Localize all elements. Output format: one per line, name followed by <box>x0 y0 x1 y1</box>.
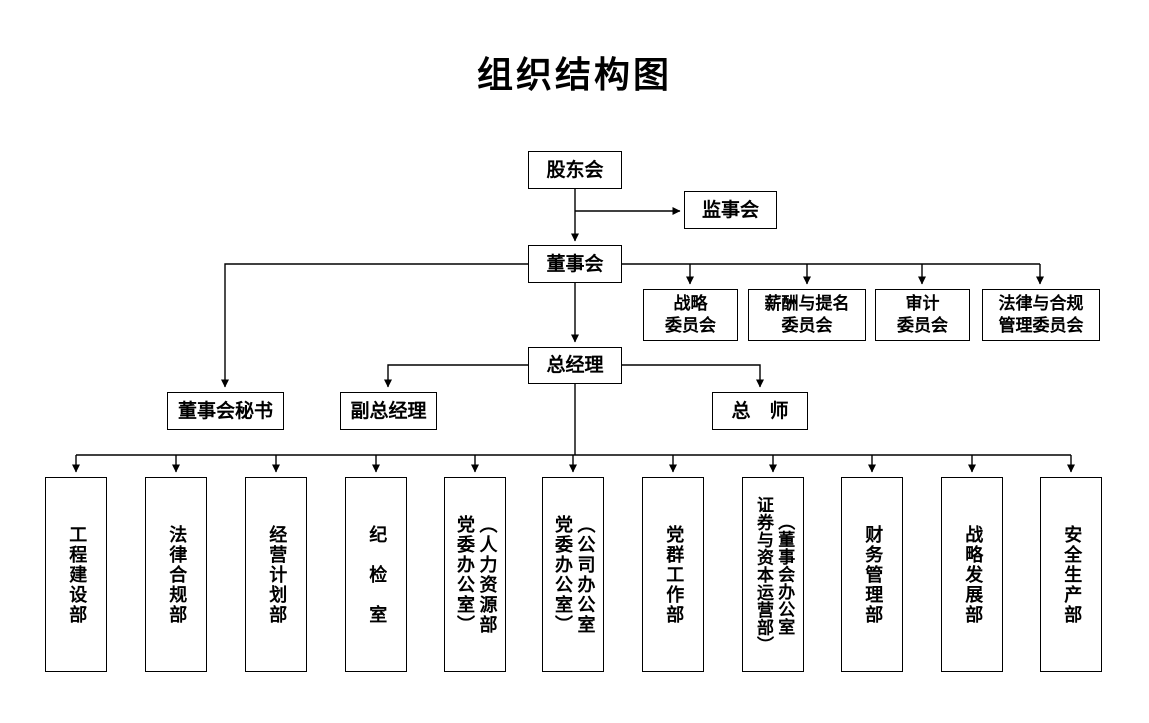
dept-securities-capital-operations-board-office: （董事会办公室 证券与资本运营部） <box>742 477 804 672</box>
node-board-secretary: 董事会秘书 <box>167 392 284 430</box>
chart-title: 组织结构图 <box>476 55 672 96</box>
node-shareholders: 股东会 <box>528 151 622 189</box>
dept-label: （公司办公室 党委办公室） <box>552 514 596 635</box>
dept-label: 财务管理部 <box>862 524 884 625</box>
node-general-manager: 总经理 <box>528 347 622 384</box>
dept-party-committee-office-hr: （人力资源部 党委办公室） <box>444 477 506 672</box>
dept-engineering-construction: 工程建设部 <box>45 477 107 672</box>
node-board-of-directors: 董事会 <box>528 245 622 283</box>
dept-party-committee-office-company: （公司办公室 党委办公室） <box>542 477 604 672</box>
dept-label: 纪 检 室 <box>366 524 388 625</box>
dept-safety-production: 安全生产部 <box>1040 477 1102 672</box>
committee-strategy: 战略 委员会 <box>643 289 738 341</box>
node-supervisory-board: 监事会 <box>684 191 777 229</box>
dept-discipline-inspection-office: 纪 检 室 <box>345 477 407 672</box>
dept-label: 工程建设部 <box>66 524 88 625</box>
dept-label: 经营计划部 <box>266 524 288 625</box>
committee-remuneration-nomination: 薪酬与提名 委员会 <box>748 289 866 341</box>
dept-operation-planning: 经营计划部 <box>245 477 307 672</box>
dept-label: （人力资源部 党委办公室） <box>454 514 498 635</box>
committee-legal-compliance: 法律与合规 管理委员会 <box>982 289 1100 341</box>
committee-audit: 审计 委员会 <box>875 289 970 341</box>
node-chief-engineer: 总 师 <box>712 392 808 430</box>
dept-legal-compliance: 法律合规部 <box>145 477 207 672</box>
dept-party-mass-work: 党群工作部 <box>642 477 704 672</box>
dept-strategic-development: 战略发展部 <box>941 477 1003 672</box>
dept-finance-management: 财务管理部 <box>841 477 903 672</box>
dept-label: 战略发展部 <box>962 524 984 625</box>
dept-label: 党群工作部 <box>663 524 685 625</box>
node-deputy-general-manager: 副总经理 <box>340 392 437 430</box>
dept-label: 法律合规部 <box>166 524 188 625</box>
dept-label: 安全生产部 <box>1061 524 1083 625</box>
dept-label: （董事会办公室 证券与资本运营部） <box>753 495 795 654</box>
